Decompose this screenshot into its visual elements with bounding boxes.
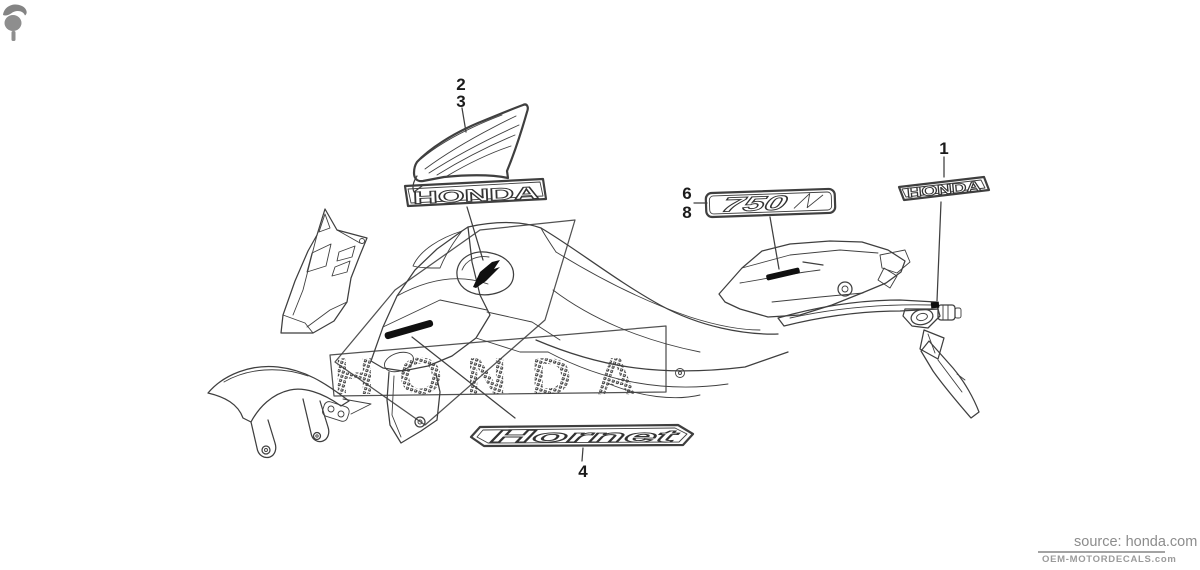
leader-line-callout-2-3 — [461, 107, 467, 133]
callout-3: 3 — [456, 92, 465, 111]
leader-line-rear-badge — [936, 201, 942, 302]
callout-4: 4 — [578, 462, 588, 481]
footer-divider — [1038, 551, 1165, 553]
placement-mark-rear-badge — [930, 301, 940, 309]
halftone-watermark: HONDA — [329, 219, 667, 426]
source-credit-label: source: honda.com — [1074, 534, 1198, 550]
callout-1: 1 — [939, 139, 948, 158]
site-watermark-label: OEM-MOTORDECALS.com — [1042, 553, 1177, 565]
leader-line-banner-callout-4 — [581, 447, 584, 462]
placement-mark-tank-wing — [473, 260, 500, 288]
headlight-cowl-drawing — [280, 208, 368, 334]
badge-750-label: 750 — [719, 192, 791, 217]
decal-tank-wing-emblem: HONDA — [403, 103, 548, 208]
callout-2: 2 — [456, 75, 465, 94]
callout-numbers: 2 3 1 4 6 8 — [456, 75, 948, 481]
hornet-banner-label: Hornet — [489, 426, 683, 445]
front-fender-drawing — [207, 365, 372, 459]
leader-line-750-badge — [769, 216, 780, 270]
rear-fender-drawing — [777, 299, 980, 419]
decal-hornet-banner: Hornet — [469, 423, 695, 448]
decal-750-badge: 750 — [704, 187, 837, 219]
seat-frame-drawing — [535, 227, 789, 399]
leader-lines — [411, 107, 945, 462]
rear-badge-honda-label: HONDA — [906, 178, 981, 200]
placement-mark-shroud-stripe — [384, 319, 434, 340]
wing-emblem-honda-label: HONDA — [413, 183, 540, 207]
callout-8: 8 — [682, 203, 691, 222]
tank-shroud-drawing — [370, 221, 561, 444]
callout-6: 6 — [682, 184, 691, 203]
decal-placement-marks — [384, 260, 940, 340]
decal-rear-honda-badge: HONDA — [897, 175, 991, 202]
leader-line-wing-emblem — [466, 206, 484, 261]
leader-line-hornet-banner — [411, 336, 516, 419]
placement-mark-tail-stripe — [766, 267, 800, 281]
site-logo-icon — [3, 4, 27, 41]
